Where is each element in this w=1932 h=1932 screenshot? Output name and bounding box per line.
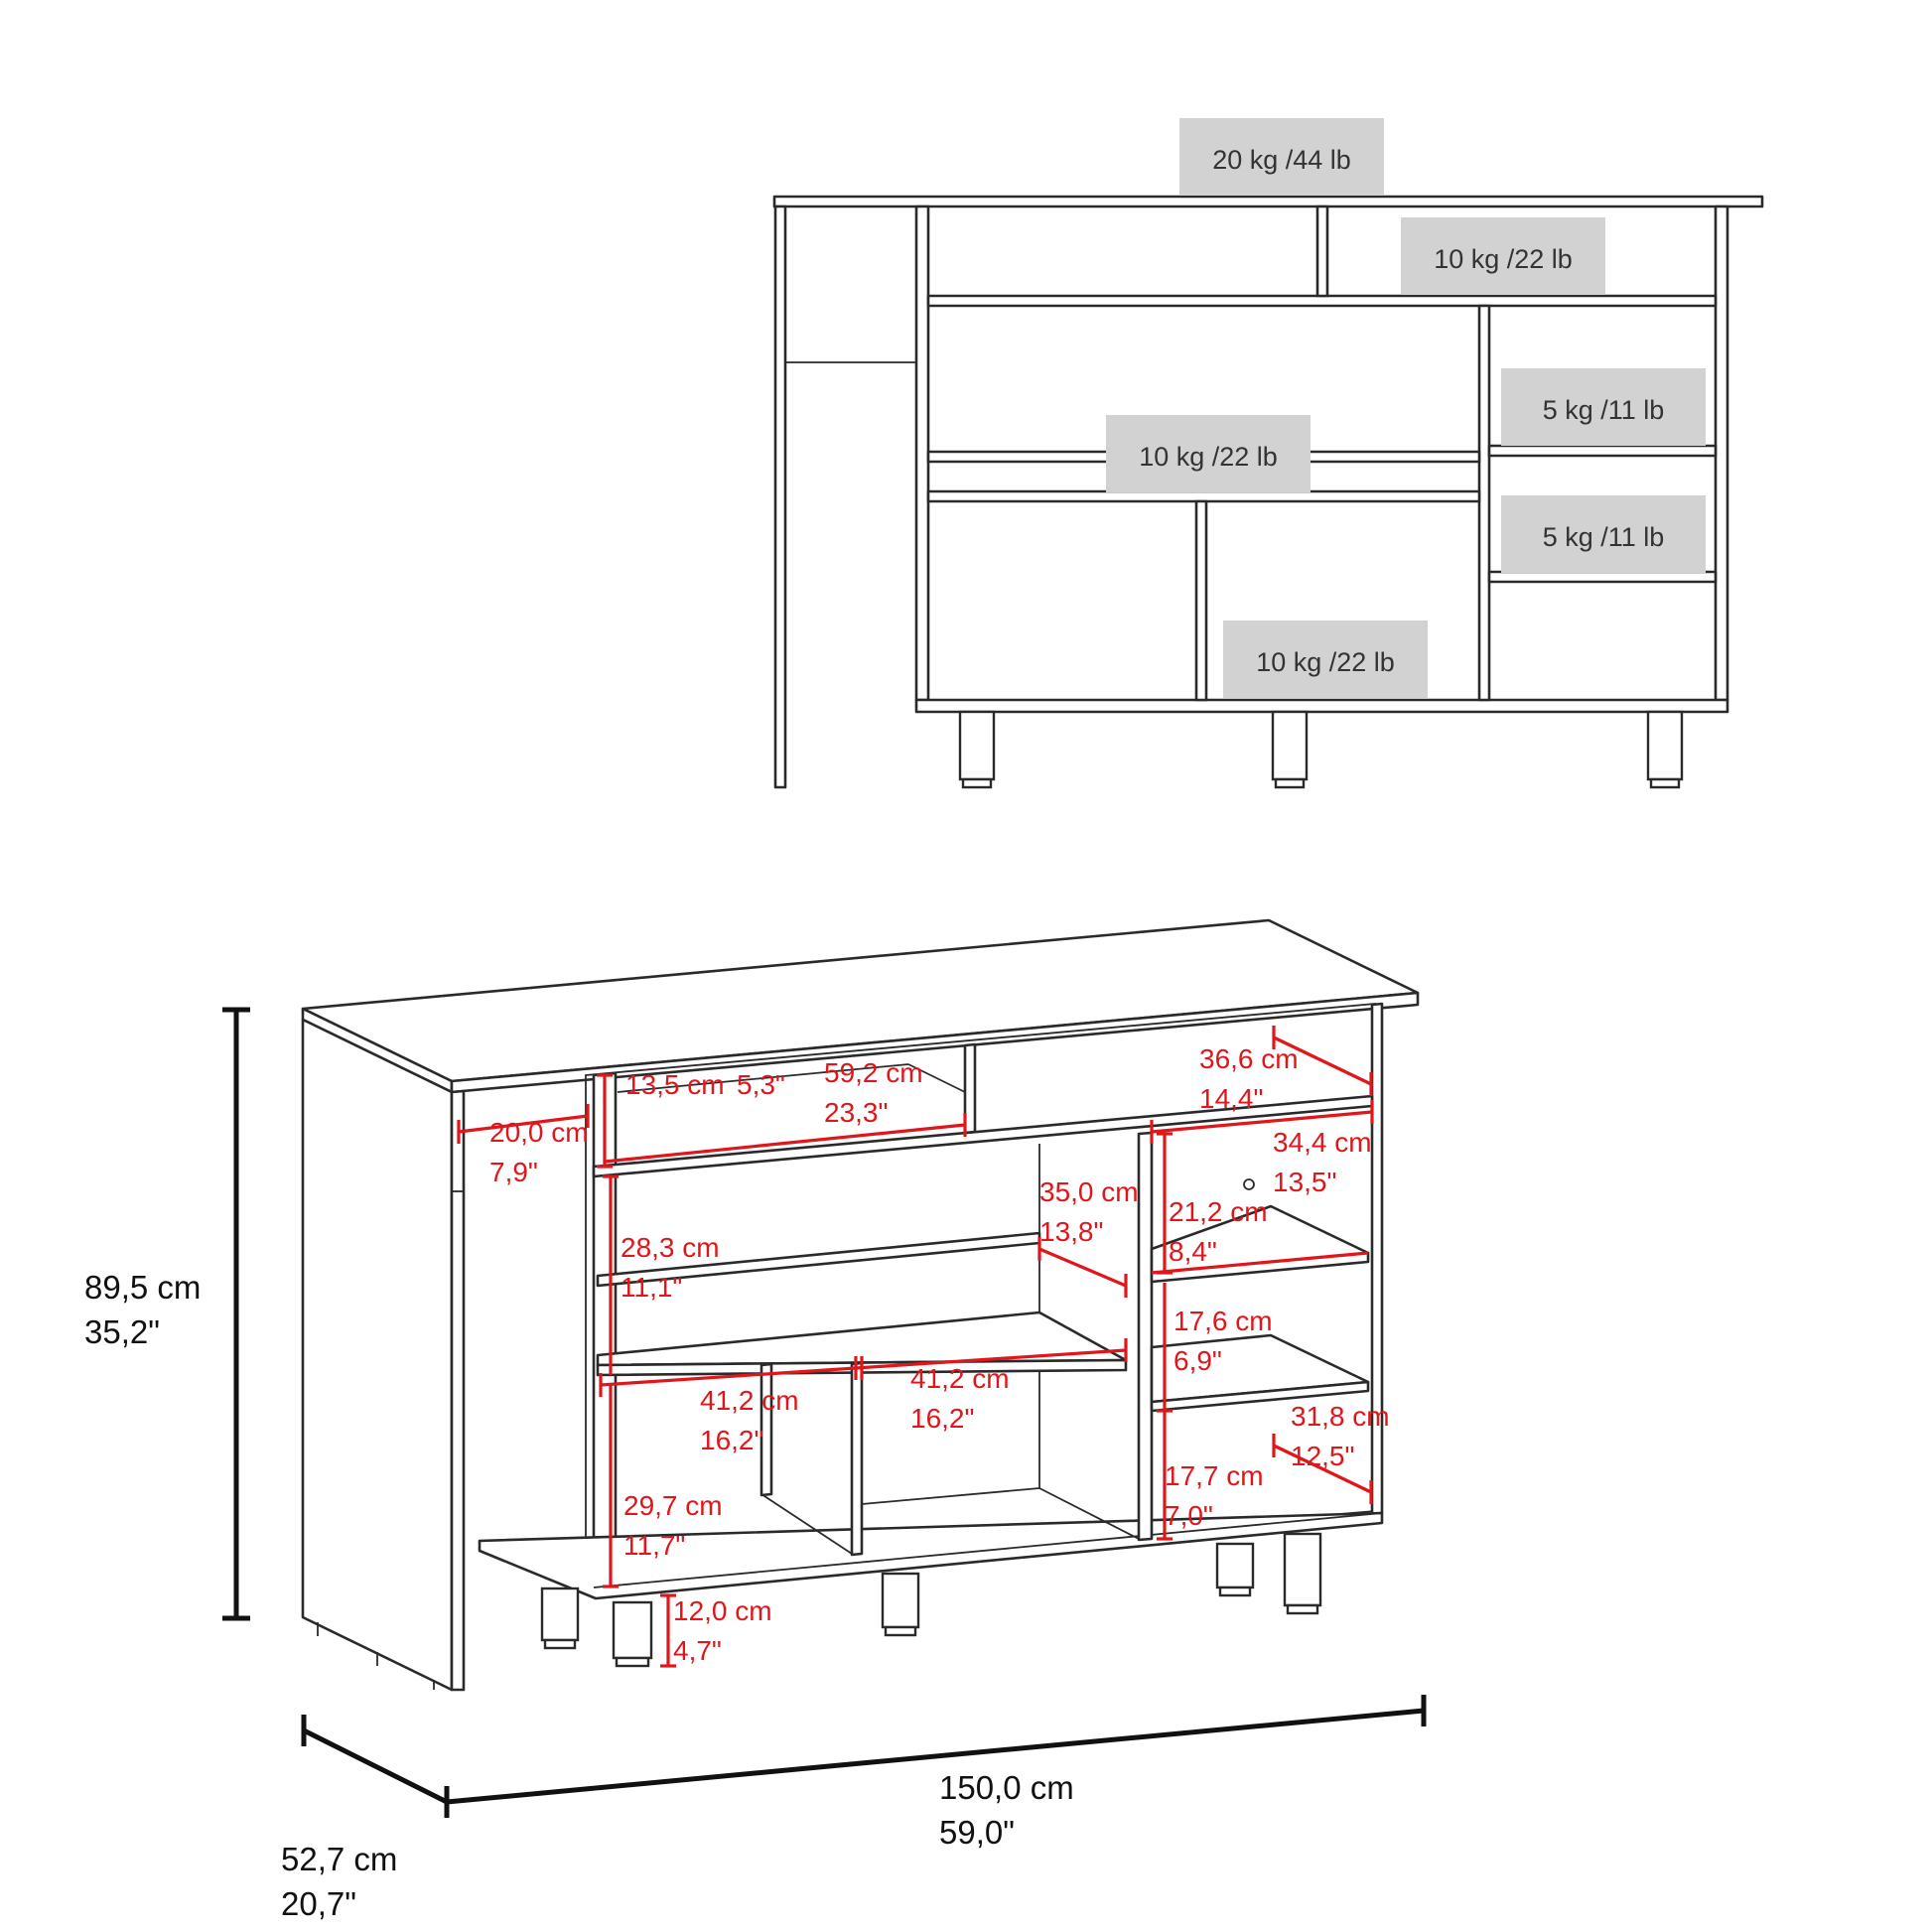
front-lower-divider xyxy=(1194,499,1208,702)
svg-text:36,6 cm: 36,6 cm xyxy=(1199,1043,1299,1074)
svg-text:17,7 cm: 17,7 cm xyxy=(1165,1460,1264,1491)
svg-text:7,9": 7,9" xyxy=(489,1157,538,1187)
svg-text:11,1": 11,1" xyxy=(621,1272,682,1303)
front-left-wall xyxy=(914,205,930,702)
lower-right-diag xyxy=(1038,1487,1140,1540)
svg-text:20 kg /44 lb: 20 kg /44 lb xyxy=(1212,145,1351,175)
side-panel-face xyxy=(301,1018,454,1692)
front-right-shelf-2 xyxy=(1487,570,1718,584)
svg-text:59,2 cm: 59,2 cm xyxy=(824,1057,923,1088)
svg-text:20,0 cm: 20,0 cm xyxy=(489,1117,589,1148)
upper-divider xyxy=(963,1042,977,1135)
depth-in-label: 20,7" xyxy=(281,1885,356,1922)
depth-cm-label: 52,7 cm xyxy=(281,1841,397,1877)
front-leg-foot xyxy=(1649,777,1681,789)
weight-label-right-shelf-2: 5 kg /11 lb xyxy=(1501,495,1706,573)
perspective-view: 20,0 cm 7,9" 13,5 cm 5,3" 59,2 cm 23,3" … xyxy=(301,918,1420,1692)
front-right-wall xyxy=(1714,205,1729,702)
svg-text:16,2": 16,2" xyxy=(910,1403,974,1434)
lower-divider-back xyxy=(759,1362,773,1497)
upper-divider-top xyxy=(907,1063,966,1093)
svg-text:10 kg /22 lb: 10 kg /22 lb xyxy=(1139,442,1278,472)
lower-divider-diag xyxy=(760,1493,853,1555)
upper-shelf-back-line xyxy=(617,1063,909,1093)
width-cm-label: 150,0 cm xyxy=(939,1769,1074,1806)
front-top-board xyxy=(772,195,1764,208)
svg-text:11,7": 11,7" xyxy=(623,1530,685,1561)
depth-dimension-line xyxy=(302,1727,449,1805)
svg-text:35,0 cm: 35,0 cm xyxy=(1039,1176,1139,1207)
svg-text:17,6 cm: 17,6 cm xyxy=(1173,1306,1273,1336)
svg-text:14,4": 14,4" xyxy=(1199,1083,1263,1114)
top-slab-edge-front xyxy=(450,991,1420,1094)
svg-text:7,0": 7,0" xyxy=(1165,1500,1213,1531)
overall-dimensions: 89,5 cm 35,2" 52,7 cm 20,7" 150,0 cm 59,… xyxy=(84,1007,1427,1922)
weight-label-middle-shelf: 10 kg /22 lb xyxy=(1106,415,1311,492)
interior-dimension-lines xyxy=(457,1026,1374,1668)
right-shelf-2-edge xyxy=(1150,1380,1370,1413)
height-in-label: 35,2" xyxy=(84,1313,160,1350)
cabinet-screw xyxy=(1243,1178,1255,1190)
svg-text:13,5 cm: 13,5 cm xyxy=(625,1069,725,1100)
svg-text:12,5": 12,5" xyxy=(1291,1441,1354,1471)
svg-text:34,4 cm: 34,4 cm xyxy=(1273,1127,1372,1158)
svg-text:23,3": 23,3" xyxy=(824,1097,888,1128)
front-leg xyxy=(1271,710,1309,781)
front-right-shelf-1 xyxy=(1487,444,1718,458)
front-leg xyxy=(1646,710,1684,781)
front-leg xyxy=(958,710,996,781)
svg-text:31,8 cm: 31,8 cm xyxy=(1291,1401,1390,1432)
weight-label-right-shelf-1: 5 kg /11 lb xyxy=(1501,368,1706,446)
svg-text:8,4": 8,4" xyxy=(1169,1236,1217,1267)
weight-label-bottom-center: 10 kg /22 lb xyxy=(1223,621,1428,698)
svg-text:12,0 cm: 12,0 cm xyxy=(673,1595,772,1626)
right-divider xyxy=(1137,1131,1154,1542)
front-base xyxy=(914,698,1729,714)
svg-text:16,2": 16,2" xyxy=(700,1425,763,1455)
svg-text:41,2 cm: 41,2 cm xyxy=(910,1363,1010,1394)
interior-dimension-labels: 20,0 cm 7,9" 13,5 cm 5,3" 59,2 cm 23,3" … xyxy=(489,1043,1390,1666)
svg-text:13,8": 13,8" xyxy=(1039,1216,1103,1247)
svg-text:5,3": 5,3" xyxy=(737,1069,785,1100)
front-view: 20 kg /44 lb 10 kg /22 lb 10 kg /22 lb 5… xyxy=(772,118,1764,789)
svg-text:13,5": 13,5" xyxy=(1273,1167,1336,1197)
width-in-label: 59,0" xyxy=(939,1814,1015,1851)
svg-text:10 kg /22 lb: 10 kg /22 lb xyxy=(1434,244,1573,274)
height-cm-label: 89,5 cm xyxy=(84,1269,201,1306)
perspective-legs xyxy=(540,1532,1322,1668)
cabinet-right-wall xyxy=(1370,1002,1384,1516)
front-leg-foot xyxy=(1274,777,1306,789)
svg-text:5 kg /11 lb: 5 kg /11 lb xyxy=(1543,395,1665,425)
side-panel-edge xyxy=(450,1089,466,1692)
svg-text:21,2 cm: 21,2 cm xyxy=(1169,1196,1268,1227)
svg-text:6,9": 6,9" xyxy=(1173,1345,1222,1376)
svg-text:10 kg /22 lb: 10 kg /22 lb xyxy=(1256,647,1395,677)
svg-text:5 kg /11 lb: 5 kg /11 lb xyxy=(1543,522,1665,552)
svg-text:4,7": 4,7" xyxy=(673,1635,722,1666)
weight-label-top: 20 kg /44 lb xyxy=(1179,118,1384,196)
svg-text:28,3 cm: 28,3 cm xyxy=(621,1232,720,1263)
svg-text:41,2 cm: 41,2 cm xyxy=(700,1385,799,1416)
front-right-divider xyxy=(1477,304,1491,702)
weight-label-upper-right: 10 kg /22 lb xyxy=(1401,217,1605,295)
front-leg-foot xyxy=(961,777,993,789)
width-dimension-line xyxy=(446,1708,1425,1805)
front-upper-shelf xyxy=(926,294,1718,308)
front-lower-shelf xyxy=(926,489,1481,503)
lower-back-line xyxy=(861,1487,1040,1505)
front-side-panel xyxy=(773,205,787,789)
lower-divider xyxy=(850,1361,864,1557)
front-upper-divider xyxy=(1315,205,1329,298)
cabinet-base-front xyxy=(593,1512,1383,1588)
svg-text:29,7 cm: 29,7 cm xyxy=(623,1490,723,1521)
